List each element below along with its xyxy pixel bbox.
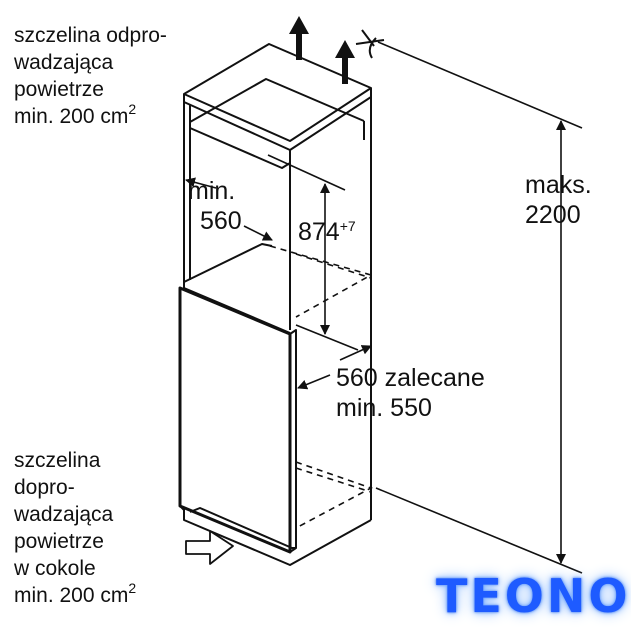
top-vent-area: min. 200 cm (14, 105, 129, 128)
top-ventilation-label: szczelina odpro- wadzająca powietrze min… (14, 22, 167, 130)
appliance-door (178, 286, 292, 554)
door-side (289, 329, 297, 553)
inner-height-tolerance: +7 (339, 218, 356, 234)
niche-width-recommended: 560 zalecane (336, 364, 485, 392)
bottom-vent-area: min. 200 cm (14, 584, 129, 607)
bottom-vent-line-3: wadzająca (14, 503, 114, 526)
hidden-lines (269, 245, 374, 529)
air-outlet-arrow-1 (289, 16, 309, 60)
bottom-vent-line-6: min. 200 cm2 (14, 580, 137, 609)
dashed-upper-back (295, 253, 372, 279)
dashed-lower-shelf (295, 461, 373, 529)
height-extension-bottom (375, 487, 583, 574)
inner-height-ext-bottom (295, 324, 359, 351)
plinth (183, 510, 372, 566)
dimension-lines (185, 41, 583, 574)
top-vent-line-4: min. 200 cm2 (14, 101, 167, 130)
bottom-vent-area-exponent: 2 (128, 580, 137, 596)
top-vent-area-exponent: 2 (128, 101, 137, 117)
dashed-lower-back (295, 467, 372, 493)
max-height-label: maks. 2200 (525, 170, 592, 230)
dashed-upper-shelf (269, 245, 374, 318)
air-inlet-arrow (185, 530, 234, 565)
bottom-ventilation-label: szczelina dopro- wadzająca powietrze w c… (14, 447, 136, 609)
bottom-vent-line-5: w cokole (14, 557, 96, 580)
air-outlet-arrow-2 (335, 40, 355, 84)
bottom-vent-line-2: dopro- (14, 476, 75, 499)
bottom-vent-line-1: szczelina (14, 449, 101, 472)
plinth-recess (189, 507, 296, 549)
plinth-top (179, 505, 185, 511)
niche-depth-label: min. 560 (188, 176, 242, 236)
inner-height-label: 874+7 (298, 217, 356, 247)
max-height-value: 2200 (525, 201, 581, 229)
niche-width-arrow-right (339, 345, 372, 361)
niche-shelf (183, 243, 273, 283)
top-vent-line-1: szczelina odpro- (14, 24, 167, 47)
wall-mark-icon (355, 29, 385, 59)
inner-top-shelf-front (189, 127, 291, 169)
max-height-caption: maks. (525, 171, 592, 199)
niche-depth-value: 560 (200, 207, 242, 235)
niche-depth-arrow-right (243, 225, 273, 241)
airflow-arrows (185, 16, 385, 565)
inner-height-value: 874 (298, 218, 340, 246)
top-vent-line-3: powietrze (14, 78, 104, 101)
top-vent-line-2: wadzająca (14, 51, 114, 74)
niche-width-label: 560 zalecane min. 550 (336, 363, 485, 423)
niche-width-arrow-left (297, 374, 331, 390)
bottom-vent-line-4: powietrze (14, 530, 104, 553)
inner-top-shelf (189, 78, 365, 123)
niche-depth-caption: min. (188, 177, 236, 205)
inner-height-ext-top (267, 154, 346, 191)
niche-depth-arrow-left (185, 177, 217, 189)
niche-width-minimum: min. 550 (336, 394, 432, 422)
height-extension-top (377, 41, 583, 129)
teono-logo: TEONO (436, 569, 631, 623)
cabinet (178, 43, 372, 566)
